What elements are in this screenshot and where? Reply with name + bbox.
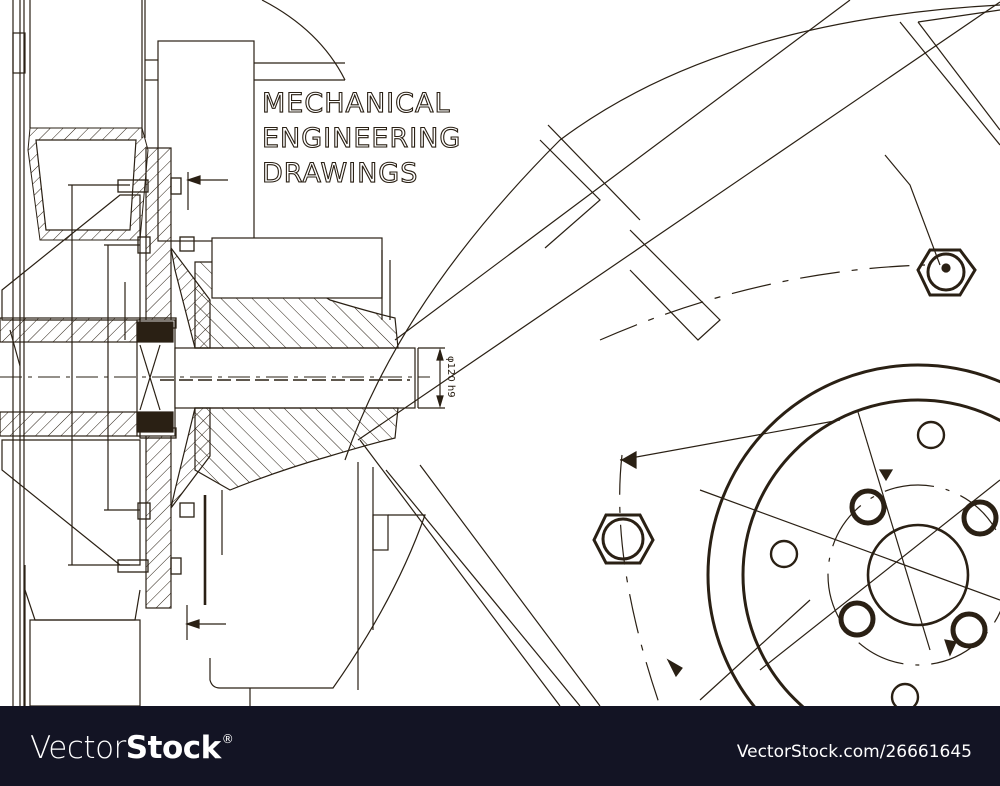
mechanical-drawing-illustration <box>0 0 1000 706</box>
title-line-engineering: ENGINEERING <box>261 123 462 154</box>
registered-mark-icon: ® <box>221 732 234 746</box>
drawing-title: MECHANICAL ENGINEERING DRAWINGS <box>261 88 462 195</box>
vectorstock-logo: VectorStock® <box>30 730 234 766</box>
dimension-label: φ120 h9 <box>445 356 456 398</box>
stock-image-id: VectorStock.com/26661645 <box>736 742 972 762</box>
title-line-mechanical: MECHANICAL <box>261 88 451 119</box>
watermark-footer: VectorStock® VectorStock.com/26661645 <box>0 706 1000 786</box>
brand-bold-text: Stock <box>125 730 221 766</box>
technical-drawing-canvas: MECHANICAL ENGINEERING DRAWINGS φ120 h9 <box>0 0 1000 706</box>
shaft-diameter-dimension: φ120 h9 <box>442 356 456 406</box>
brand-light-text: Vector <box>30 730 126 766</box>
title-line-drawings: DRAWINGS <box>261 158 419 189</box>
